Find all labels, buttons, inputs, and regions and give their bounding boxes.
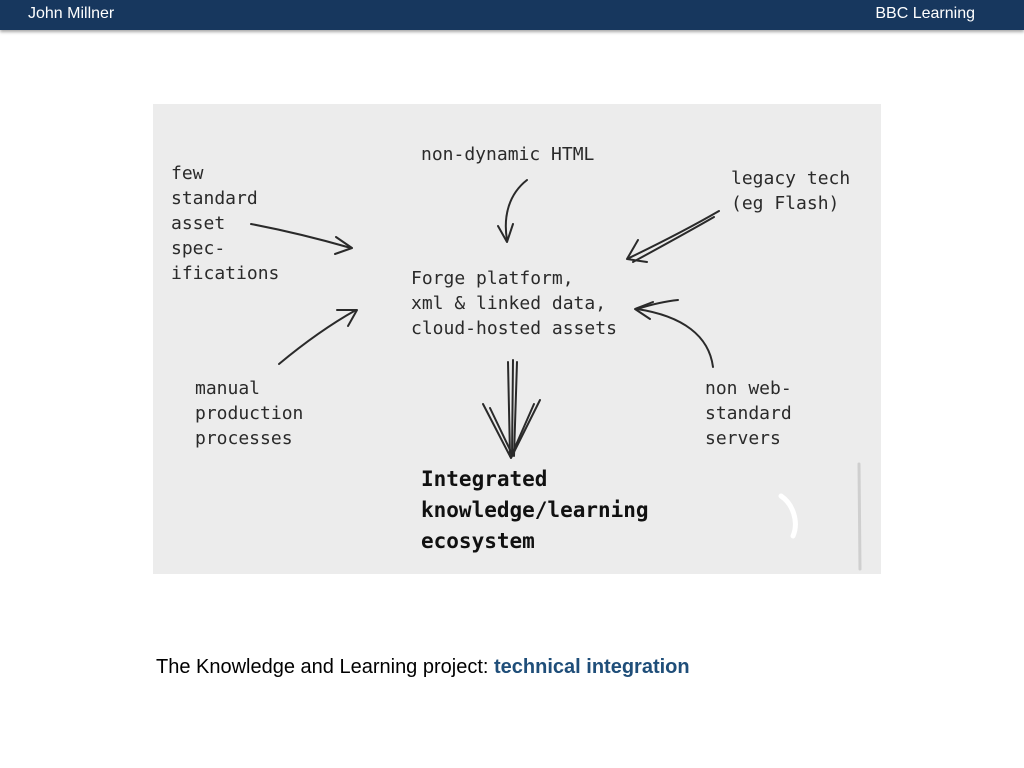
arrow-from-manual	[278, 309, 358, 365]
caption-accent: technical integration	[494, 656, 690, 678]
arrow-from-few-standard	[250, 223, 353, 255]
slide-caption: The Knowledge and Learning project: tech…	[156, 656, 690, 679]
organization-name: BBC Learning	[875, 5, 975, 22]
stray-mark	[857, 462, 862, 571]
arrow-from-legacy-tech	[626, 210, 720, 263]
label-non-web-standard: non web- standard servers	[705, 378, 792, 449]
author-name: John Millner	[28, 5, 115, 22]
arrow-from-non-dynamic	[497, 179, 528, 243]
label-integrated-ecosystem: Integrated knowledge/learning ecosystem	[421, 467, 649, 553]
arrow-to-ecosystem	[482, 359, 541, 459]
label-legacy-tech: legacy tech (eg Flash)	[731, 168, 851, 214]
label-manual-production: manual production processes	[195, 378, 304, 449]
arrow-from-non-web	[634, 299, 714, 368]
label-non-dynamic-html: non-dynamic HTML	[421, 144, 595, 165]
caption-prefix: The Knowledge and Learning project:	[156, 656, 495, 678]
stray-mark-light	[778, 493, 798, 539]
label-few-standard: few standard asset spec- ifications	[171, 163, 280, 284]
sketch-diagram: few standard asset spec- ifications non-…	[153, 104, 881, 574]
arrows-layer	[250, 179, 862, 571]
header-bar: John Millner BBC Learning	[0, 0, 1024, 30]
label-center-platform: Forge platform, xml & linked data, cloud…	[411, 268, 617, 339]
